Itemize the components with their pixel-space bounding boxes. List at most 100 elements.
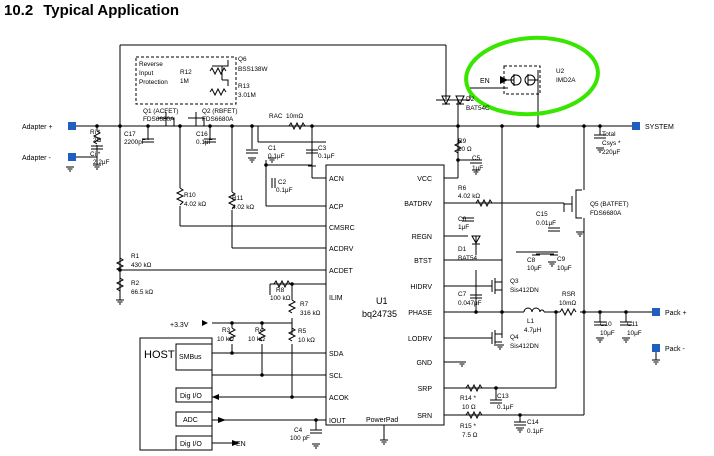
c6-ref: C6 <box>458 216 467 223</box>
c11-val: 10μF <box>627 330 642 337</box>
resistors <box>92 66 577 420</box>
diodes <box>441 95 481 245</box>
r6-val: 4.02 kΩ <box>458 193 480 200</box>
r15-val: 7.5 Ω <box>462 432 478 439</box>
ci-val: 2.2μF <box>93 159 110 166</box>
section-number: 10.2 <box>4 2 34 19</box>
d2-part: BAT54C <box>466 105 490 112</box>
r9-val: 10 Ω <box>458 146 472 153</box>
pin-scl: SCL <box>329 373 343 380</box>
c2-val: 0.1μF <box>276 187 293 194</box>
c2-ref: C2 <box>278 179 287 186</box>
adc-block <box>175 411 213 427</box>
rac-val: 10mΩ <box>286 113 303 120</box>
pin-acp: ACP <box>329 204 344 211</box>
ri-val: 2Ω <box>93 137 102 144</box>
c7-val: 0.047μF <box>458 300 482 307</box>
c10-ref: C10 <box>600 321 612 328</box>
pin-acdrv: ACDRV <box>329 246 354 253</box>
r15-ref: R15 * <box>460 423 476 430</box>
c13-val: 0.1μF <box>497 404 514 411</box>
c3-val: 0.1μF <box>318 153 335 160</box>
protection-line-3: Protection <box>139 79 168 86</box>
inductor-l1 <box>523 307 545 313</box>
d2-ref: D2 <box>466 96 475 103</box>
r5-val: 10 kΩ <box>298 337 315 344</box>
u2-transistors <box>508 74 538 86</box>
host-title: HOST <box>144 349 175 361</box>
c9-val: 10μF <box>557 265 572 272</box>
smbus-label: SMBus <box>179 354 202 361</box>
pin-lodrv: LODRV <box>408 336 432 343</box>
c16-ref: C16 <box>196 131 208 138</box>
r10-val: 4.02 kΩ <box>184 201 206 208</box>
total-csys-line-3: 220μF <box>602 149 620 156</box>
u2-ref: U2 <box>556 68 565 75</box>
pin-acok: ACOK <box>329 395 349 402</box>
total-csys-line-2: Csys * <box>602 140 621 147</box>
pin-batdrv: BATDRV <box>404 201 432 208</box>
pack-minus-connector <box>652 344 660 352</box>
ic-pins-left: ACN ACP CMSRC ACDRV ACDET ILIM SDA SCL A… <box>329 176 355 425</box>
green-highlight-ring <box>464 35 600 117</box>
q4-ref: Q4 <box>510 334 519 341</box>
ic-ref: U1 <box>376 296 388 306</box>
q6-ref: Q6 <box>238 56 247 63</box>
c13-ref: C13 <box>497 393 509 400</box>
r4-ref: R4 <box>255 327 264 334</box>
connectors <box>68 122 660 352</box>
powerpad-label: PowerPad <box>366 417 398 424</box>
pin-gnd: GND <box>416 360 432 367</box>
q1-ref: Q1 (ACFET) <box>143 108 179 115</box>
c5-ref: C5 <box>472 155 481 162</box>
pin-regn: REGN <box>412 234 432 241</box>
component-labels: Q6 BSS138W R12 1M R13 3.01M Q1 (ACFET) F… <box>90 56 642 442</box>
u2-part: IMD2A <box>556 77 576 84</box>
adapter-plus-label: Adapter + <box>22 124 53 131</box>
ic-pins-right: VCC BATDRV REGN BTST HIDRV PHASE LODRV G… <box>404 176 432 420</box>
c8-ref: C8 <box>527 257 536 264</box>
c3-ref: C3 <box>318 145 327 152</box>
ic-part: bq24735 <box>362 309 397 319</box>
r12-ref: R12 <box>180 69 192 76</box>
system-connector <box>632 122 640 130</box>
r3-ref: R3 <box>222 327 231 334</box>
c17-val: 2200pF <box>124 139 146 146</box>
c14-ref: C14 <box>527 419 539 426</box>
c1-ref: C1 <box>268 145 277 152</box>
r7-val: 316 kΩ <box>300 310 321 317</box>
capacitors <box>91 134 632 434</box>
q1-part: FDS6680A <box>143 116 175 123</box>
pin-btst: BTST <box>414 258 433 265</box>
q4-part: Sis412DN <box>510 343 539 350</box>
pin-iout: IOUT <box>329 418 346 425</box>
q3-part: Sis412DN <box>510 287 539 294</box>
l1-val: 4.7μH <box>524 327 542 334</box>
d1-part: BAT54 <box>458 255 478 262</box>
protection-labels: Reverse Input Protection <box>139 61 168 86</box>
pin-hidrv: HIDRV <box>410 284 432 291</box>
r6-ref: R6 <box>458 185 467 192</box>
pin-vcc: VCC <box>417 176 432 183</box>
ground-symbols <box>66 147 630 449</box>
signal-arrows <box>202 76 508 446</box>
dig-io-block-1 <box>175 387 213 403</box>
pack-minus-ground <box>652 352 660 365</box>
q2-part: FDS6680A <box>202 116 234 123</box>
c17-ref: C17 <box>124 131 136 138</box>
pack-plus-connector <box>652 308 660 316</box>
pin-cmsrc: CMSRC <box>329 225 355 232</box>
ci-ref: Ci * <box>90 151 101 158</box>
dig-io-label-2: Dig I/O <box>180 441 202 448</box>
mosfets <box>158 60 582 346</box>
dig-io-block-2 <box>175 435 213 451</box>
r8-ref: R8 <box>276 287 285 294</box>
en-output-label: EN <box>236 441 246 448</box>
pin-acn: ACN <box>329 176 344 183</box>
r7-ref: R7 <box>300 301 309 308</box>
pin-sda: SDA <box>329 351 344 358</box>
pack-minus-label: Pack - <box>665 346 686 353</box>
r8-val: 100 kΩ <box>270 295 291 302</box>
